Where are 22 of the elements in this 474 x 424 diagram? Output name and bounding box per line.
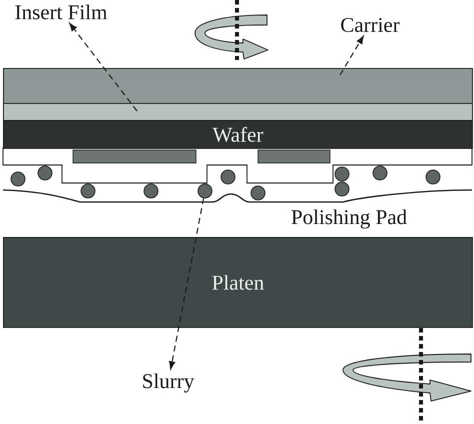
wafer-layer: Wafer <box>3 120 473 149</box>
platen-block: Platen <box>3 237 473 328</box>
slurry-particle <box>80 184 96 198</box>
slurry-particle <box>220 170 236 184</box>
part-label: Slurry <box>143 373 194 393</box>
slurry-particle <box>38 166 52 180</box>
leader-line <box>340 36 364 76</box>
slurry-particle <box>426 170 440 184</box>
part-label: Insert Film <box>15 4 108 20</box>
carrier-layer <box>3 68 473 104</box>
slurry-particle <box>334 166 350 182</box>
leader-line <box>168 198 204 370</box>
slurry-particle <box>372 166 388 180</box>
slurry-particle <box>250 186 266 200</box>
polishing-pad: Polishing Pad <box>2 189 472 229</box>
slurry-particle <box>334 182 350 196</box>
slurry-particle <box>10 172 26 186</box>
leader-line <box>69 22 138 112</box>
insert-film-layer <box>3 103 473 121</box>
slurry-particle <box>144 184 158 198</box>
part-label: Carrier <box>341 18 400 32</box>
slurry-particle <box>198 184 212 198</box>
